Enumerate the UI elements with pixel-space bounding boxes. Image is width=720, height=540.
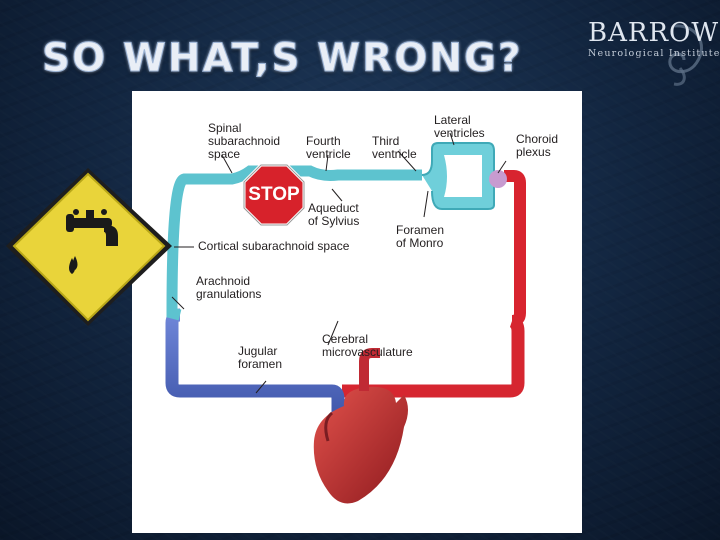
leak-warning-sign-icon <box>6 168 172 326</box>
choroid-plexus <box>489 170 507 188</box>
logo-subtitle: Neurological Institute® <box>588 48 720 59</box>
label-cortical-subarachnoid-space: Cortical subarachnoid space <box>198 239 350 253</box>
label-fourth-ventricle: Fourth ventricle <box>306 134 351 161</box>
csf-circulation-diagram: Spinal subarachnoid space Fourth ventric… <box>132 91 582 533</box>
stop-sign-icon <box>242 163 306 227</box>
slide-title: SO WHAT,S WRONG? <box>42 36 523 82</box>
logo-swirl-icon <box>668 24 703 86</box>
label-aqueduct-of-sylvius: Aqueduct of Sylvius <box>308 201 360 228</box>
outer-blood-loop <box>342 314 525 398</box>
stop-sign-text: STOP <box>248 184 300 205</box>
faucet-icon <box>66 209 118 274</box>
label-choroid-plexus: Choroid plexus <box>516 132 559 159</box>
barrow-logo: BARROW Neurological Institute® <box>584 18 720 88</box>
logo-name: BARROW <box>588 18 720 48</box>
label-foramen-of-monro: Foramen of Monro <box>396 223 445 250</box>
label-cerebral-microvasculature: Cerebral microvasculature <box>322 332 413 359</box>
label-lateral-ventricles: Lateral ventricles <box>434 113 485 140</box>
heart-illustration <box>313 348 408 504</box>
label-spinal-subarachnoid-space: Spinal subarachnoid space <box>208 121 281 161</box>
csf-channel <box>166 165 422 321</box>
label-arachnoid-granulations: Arachnoid granulations <box>196 274 262 301</box>
artery-right <box>504 170 526 327</box>
label-third-ventricle: Third ventricle <box>372 134 417 161</box>
label-jugular-foramen: Jugular foramen <box>238 344 283 371</box>
